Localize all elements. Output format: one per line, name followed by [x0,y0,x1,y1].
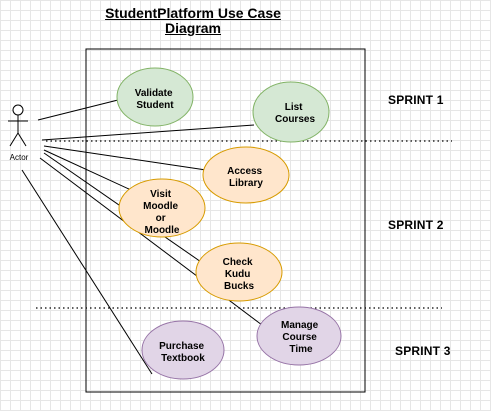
use-case-label-line: List [285,102,303,113]
use-case-label: Check Kudu Bucks [223,257,256,292]
use-case-label-line: Textbook [161,353,205,364]
use-case-shape [202,146,290,204]
use-case-visit-moodle[interactable]: Visit Moodle or Moodle [118,178,206,238]
use-case-label: Manage Course Time [281,320,321,355]
use-case-label-line: Purchase [159,341,204,352]
use-case-shape [141,320,225,380]
actor-label: Actor [10,153,29,162]
sprint-label-3: SPRINT 3 [395,344,451,358]
use-case-label-line: Check [223,257,253,268]
use-case-label: Purchase Textbook [159,341,207,364]
diagram-title-line-1: StudentPlatform Use Case [105,5,281,21]
use-case-label: List Courses [275,102,315,125]
use-case-label-line: Course [282,332,317,343]
use-case-label: Visit Moodle or Moodle [143,189,181,236]
use-case-shape [195,242,283,302]
use-case-label-line: Library [229,178,263,189]
use-case-label-line: Moodle [143,201,178,212]
sprint-label-2: SPRINT 2 [388,218,444,232]
actor-leg-left [9,132,19,147]
association-visit-moodle[interactable] [43,149,132,191]
actor-head [12,104,24,116]
use-case-label-line: or [156,213,166,224]
use-case-manage-course-time[interactable]: Manage Course Time [256,306,342,366]
use-case-label-line: Manage [281,320,319,331]
use-case-label: Validate Student [135,88,176,111]
use-case-label-line: Courses [275,114,315,125]
diagram-title-line-2: Diagram [164,20,222,36]
use-case-label-line: Kudu [225,269,251,280]
association-purchase-textbook[interactable] [21,169,153,375]
use-case-list-courses[interactable]: List Courses [252,81,330,143]
association-access-library[interactable] [43,145,207,171]
use-case-validate-student[interactable]: Validate Student [116,67,194,127]
use-case-label-line: Student [136,100,174,111]
use-case-shape [252,81,330,143]
associations [21,97,263,375]
use-case-label-line: Time [289,344,313,355]
use-case-shape [256,306,342,366]
sprint-label-1: SPRINT 1 [388,93,444,107]
use-case-label-line: Visit [150,189,172,200]
diagram-title: StudentPlatform Use Case Diagram [100,6,286,36]
use-case-label: Access Library [227,166,265,189]
use-case-purchase-textbook[interactable]: Purchase Textbook [141,320,225,380]
use-case-label-line: Bucks [224,281,254,292]
actor[interactable]: Actor [8,104,29,162]
actor-leg-right [17,132,27,147]
use-case-label-line: Access [227,166,262,177]
use-case-shape [116,67,194,127]
use-case-check-kudu-bucks[interactable]: Check Kudu Bucks [195,242,283,302]
use-case-shape [118,178,206,238]
use-case-label-line: Moodle [145,225,180,236]
association-list-courses[interactable] [41,124,255,141]
use-case-label-line: Validate [135,88,173,99]
system-boundary[interactable] [85,48,366,393]
use-case-access-library[interactable]: Access Library [202,146,290,204]
association-validate-student[interactable] [37,97,127,121]
